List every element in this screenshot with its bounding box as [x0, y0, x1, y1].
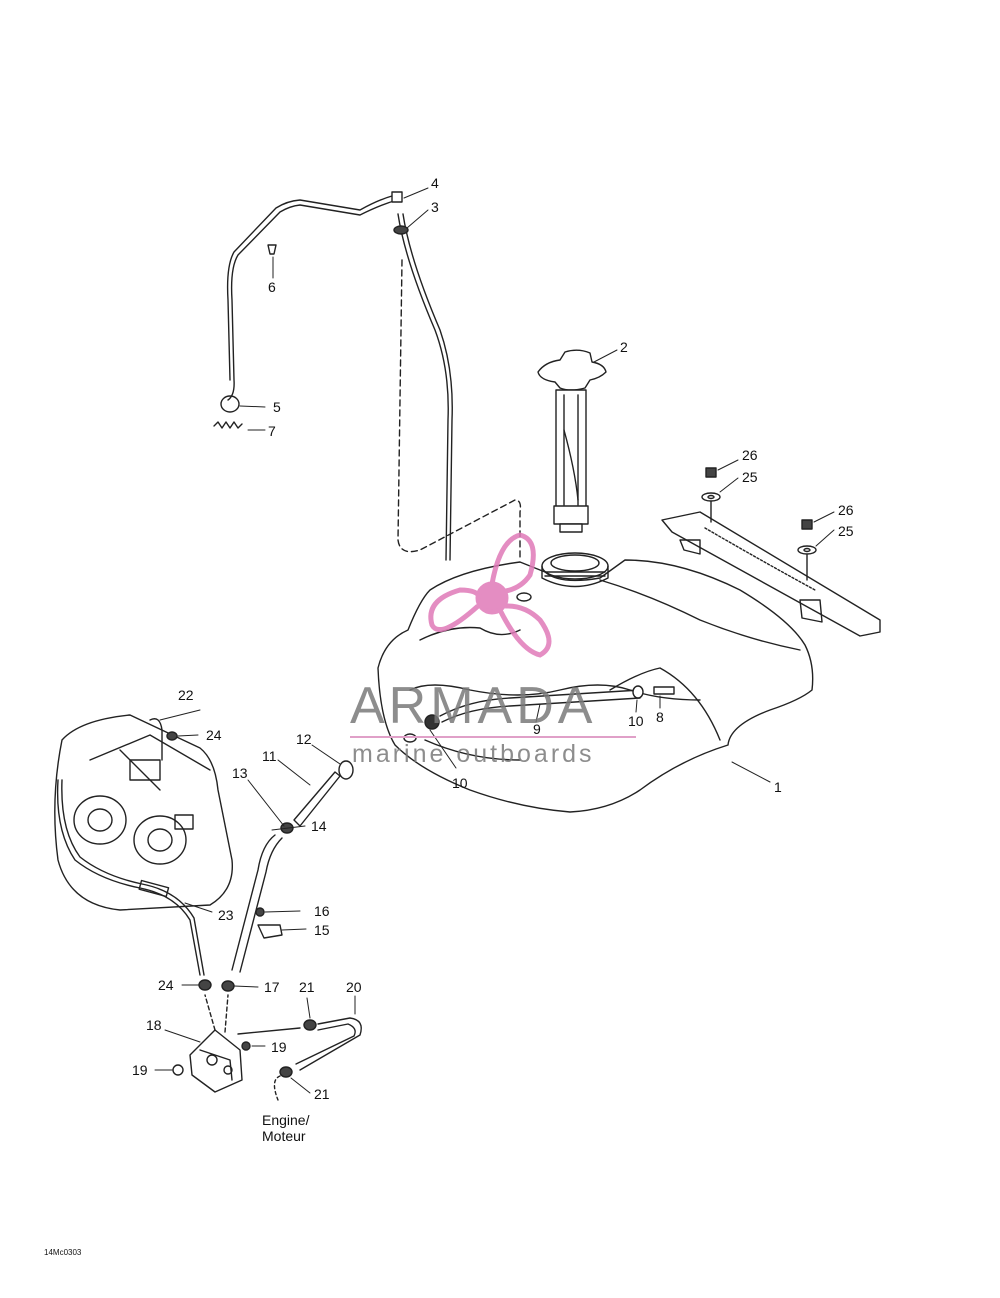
- part-21-clamp-upper: [303, 1019, 317, 1031]
- watermark-propeller-logo: [428, 532, 552, 658]
- part-label-24-upper: 24: [206, 727, 222, 743]
- part-17-clamp: [221, 980, 235, 992]
- part-18-fuel-pump: [189, 994, 301, 1093]
- part-label-3: 3: [431, 199, 439, 215]
- tank-mounting-bracket: [661, 499, 881, 637]
- part-label-10-left: 10: [452, 775, 468, 791]
- part-label-8: 8: [656, 709, 664, 725]
- part-25-washer-upper: [701, 492, 721, 502]
- part-label-6: 6: [268, 279, 276, 295]
- part-19-screw-left: [172, 1064, 184, 1076]
- part-10-clamp-right: [632, 685, 644, 699]
- part-15-bracket: [257, 924, 283, 939]
- part-label-22: 22: [178, 687, 194, 703]
- part-24-clamp-lower: [198, 979, 212, 991]
- part-label-17: 17: [264, 979, 280, 995]
- part-label-12: 12: [296, 731, 312, 747]
- part-label-11: 11: [262, 748, 277, 764]
- watermark-brand: ARMADA: [350, 677, 597, 735]
- figure-code: 14Mc0303: [44, 1248, 82, 1257]
- part-21-clamp-lower: [279, 1066, 293, 1078]
- part-2-fuel-sender: [537, 349, 607, 533]
- part-label-1: 1: [774, 779, 782, 795]
- part-8-fitting: [653, 686, 675, 695]
- part-label-19-left: 19: [132, 1062, 148, 1078]
- part-label-14: 14: [311, 818, 327, 834]
- part-7-spring: [213, 421, 243, 429]
- part-label-25-upper: 25: [742, 469, 758, 485]
- part-23-hose: [56, 779, 201, 976]
- part-label-9: 9: [533, 721, 541, 737]
- engine-caption-line2: Moteur: [262, 1128, 306, 1144]
- part-26-nut-lower: [801, 519, 813, 530]
- part-label-25-lower: 25: [838, 523, 854, 539]
- part-label-20: 20: [346, 979, 362, 995]
- part-label-5: 5: [273, 399, 281, 415]
- part-label-13: 13: [232, 765, 248, 781]
- part-label-24-lower: 24: [158, 977, 174, 993]
- watermark-underline: [350, 736, 636, 738]
- part-1-fuel-tank: [377, 552, 814, 813]
- part-9-tube: [439, 689, 641, 723]
- part-label-18: 18: [146, 1017, 162, 1033]
- part-12-grommet: [338, 760, 354, 780]
- part-label-16: 16: [314, 903, 330, 919]
- part-3-grommet: [393, 225, 409, 235]
- part-label-26-upper: 26: [742, 447, 758, 463]
- part-label-21-upper: 21: [299, 979, 315, 995]
- part-25-washer-lower: [797, 545, 817, 555]
- part-24-clamp-upper: [166, 731, 178, 741]
- part-14-hose: [231, 834, 283, 973]
- part-26-nut-upper: [705, 467, 717, 478]
- part-label-21-lower: 21: [314, 1086, 330, 1102]
- engine-caption: Engine/ Moteur: [262, 1112, 309, 1144]
- part-22-hose: [149, 718, 163, 761]
- part-label-7: 7: [268, 423, 276, 439]
- part-label-10-right: 10: [628, 713, 644, 729]
- part-5-loop: [220, 395, 240, 413]
- part-label-4: 4: [431, 175, 439, 191]
- part-20-hose: [295, 1017, 362, 1071]
- part-label-2: 2: [620, 339, 628, 355]
- part-label-15: 15: [314, 922, 330, 938]
- part-10-clamp-left: [424, 714, 440, 730]
- part-6-clip: [267, 244, 277, 255]
- leader-lines: [154, 187, 835, 1094]
- part-label-23: 23: [218, 907, 234, 923]
- part-label-19-right: 19: [271, 1039, 287, 1055]
- engine-block: [54, 714, 234, 911]
- part-4-fitting: [391, 191, 403, 203]
- vent-tube: [226, 195, 522, 561]
- part-16-screw: [255, 907, 265, 917]
- part-label-26-lower: 26: [838, 502, 854, 518]
- part-19-screw-right: [241, 1041, 251, 1051]
- watermark-tagline: marine outboards: [352, 740, 595, 768]
- engine-caption-line1: Engine/: [262, 1112, 310, 1128]
